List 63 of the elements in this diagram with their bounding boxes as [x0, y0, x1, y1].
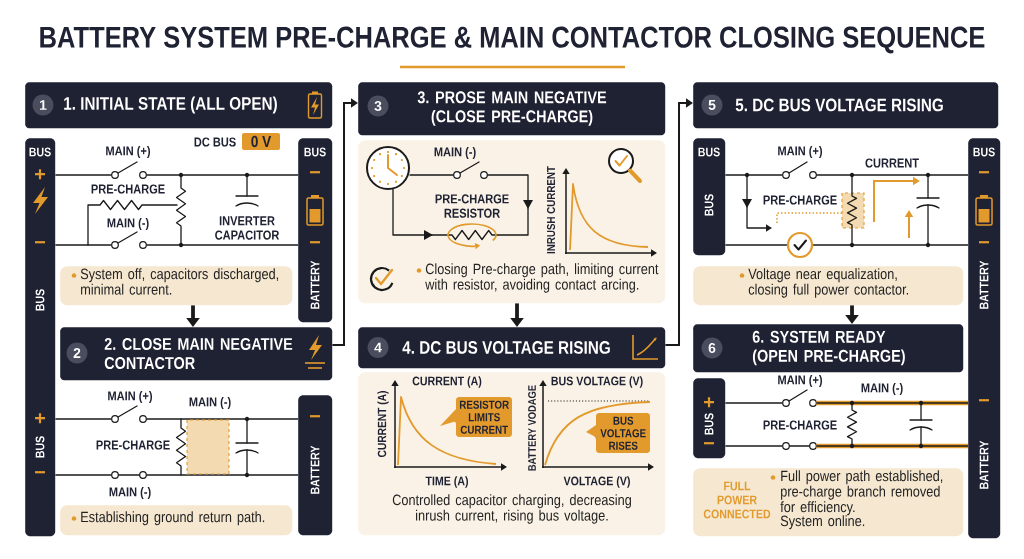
- number-badge: 6: [701, 337, 723, 359]
- wire: [145, 174, 299, 176]
- wire: [145, 244, 299, 246]
- component-label: MAIN (-): [434, 146, 476, 160]
- wire: [54, 474, 113, 476]
- wire: [812, 244, 969, 246]
- number-badge: 5: [701, 94, 723, 116]
- bus-bar: BUS − − BATTERY − BATTERY: [968, 138, 1001, 539]
- title: BATTERY SYSTEM PRE-CHARGE & MAIN CONTACTOR CLOSING SEQUENCE: [40, 26, 985, 54]
- wire: [724, 244, 788, 246]
- text-panel: System off, capacitors discharged, minimal current.: [60, 266, 293, 306]
- wire: [54, 418, 113, 420]
- component-label: PRE-CHARGE: [763, 420, 837, 430]
- axis-label: CURRENT (A): [377, 391, 389, 457]
- switch: [782, 442, 817, 450]
- component-label: MAIN (+): [778, 374, 822, 388]
- wire: [815, 400, 969, 406]
- number-badge: 1: [32, 94, 54, 116]
- component-label: MAIN (-): [107, 217, 149, 231]
- check-circle-icon: [786, 231, 814, 259]
- wire: [145, 474, 299, 476]
- number-badge: 3: [367, 95, 389, 117]
- component-label: MAIN (+): [778, 145, 822, 159]
- bus-bar: BUS − − BATTERY: [298, 138, 333, 323]
- bus-bar: − BATTERY: [298, 395, 333, 536]
- component-label: PRE-CHARGE: [91, 184, 165, 194]
- wire: [724, 402, 784, 404]
- bus-bar: + BUS −: [693, 378, 726, 459]
- component-label: CURRENT: [865, 158, 919, 168]
- bus-bar: BUS BUS: [693, 138, 726, 256]
- wire: [724, 174, 784, 176]
- callout-box: RESISTOR LIMITS CURRENT: [440, 397, 512, 437]
- axis-label: VOLTAGE (V): [563, 476, 630, 488]
- component-label: MAIN (+): [106, 145, 150, 159]
- component-label: MAIN (-): [109, 486, 151, 500]
- component-label: MAIN (-): [861, 382, 903, 396]
- axis-label: BATTERY VODAGE: [528, 385, 536, 471]
- wire: [54, 244, 113, 246]
- component-label: PRE-CHARGE RESISTOR: [435, 194, 509, 218]
- component-label: PRE-CHARGE: [96, 440, 170, 450]
- component-label: MAIN (+): [108, 390, 152, 404]
- voltage-tag: 0 V: [242, 133, 280, 150]
- graph-title: BUS VOLTAGE (V): [551, 376, 643, 388]
- text-panel: Voltage near equalization, closing full power contactor.: [693, 266, 964, 306]
- number-badge: 2: [66, 342, 88, 364]
- number-badge: 4: [367, 337, 389, 358]
- flow-arrow: [664, 98, 693, 346]
- graph-title: CURRENT (A): [412, 376, 482, 388]
- component-label: DC BUS: [194, 137, 236, 147]
- wire: [815, 443, 969, 449]
- component-label: PRE-CHARGE: [763, 195, 837, 205]
- axis-label: INRUSH CURRENT: [546, 166, 556, 254]
- text-panel: Establishing ground return path.: [60, 505, 293, 536]
- wire: [724, 445, 784, 447]
- wire: [54, 174, 113, 176]
- callout-box: BUS VOLTAGE RISES: [586, 413, 650, 453]
- component-label: MAIN (-): [189, 396, 231, 410]
- component-label: INVERTER CAPACITOR: [215, 216, 280, 240]
- axis-label: TIME (A): [425, 476, 468, 488]
- wire: [145, 418, 299, 420]
- wire: [815, 174, 969, 176]
- flow-arrow: [331, 98, 358, 346]
- bus-bar: BUS + − BUS + BUS −: [25, 138, 56, 537]
